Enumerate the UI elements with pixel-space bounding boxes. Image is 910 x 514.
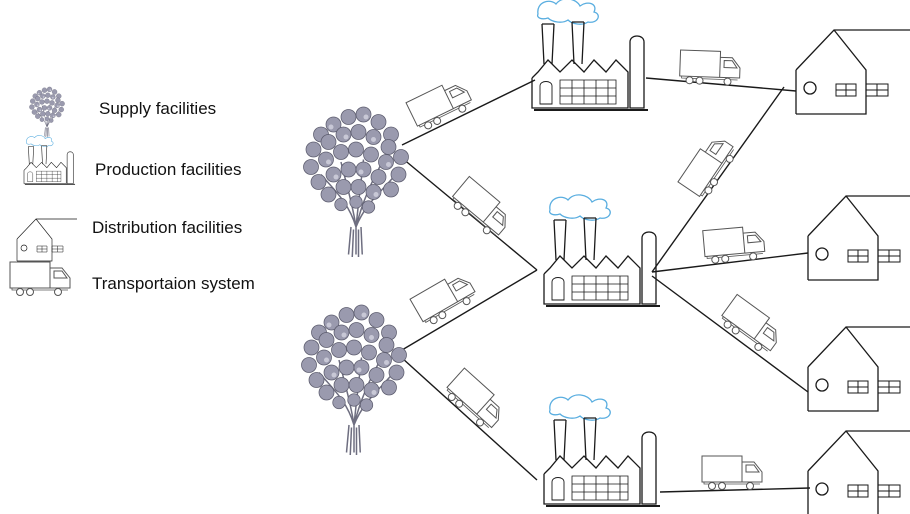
edge-factory1-warehouse1 xyxy=(645,77,797,92)
legend-truck-icon xyxy=(9,261,71,296)
distribution-facility-4 xyxy=(807,430,910,514)
edge-supply1-factory1 xyxy=(401,79,536,146)
distribution-facility-1 xyxy=(795,29,910,115)
supply-facility-2 xyxy=(300,304,408,456)
truck-supply1-factory1 xyxy=(405,75,476,134)
distribution-facility-3 xyxy=(807,326,910,412)
legend-supply-icon xyxy=(29,86,65,138)
edge-factory2-warehouse2 xyxy=(651,252,809,273)
truck-supply1-factory2 xyxy=(447,175,516,242)
supply-facility-1 xyxy=(302,106,410,258)
legend-factory-icon xyxy=(23,135,76,185)
legend-warehouse-icon xyxy=(16,218,78,262)
legend-distribution-label: Distribution facilities xyxy=(92,218,243,237)
truck-factory2-warehouse2 xyxy=(702,224,766,265)
production-facility-1 xyxy=(531,0,649,111)
edge-supply1-factory2 xyxy=(401,157,538,271)
legend-production-label: Production facilities xyxy=(95,160,242,179)
edge-supply2-factory2 xyxy=(401,269,538,351)
production-facility-2 xyxy=(543,193,661,307)
distribution-facility-2 xyxy=(807,195,910,281)
legend-transport-label: Transportaion system xyxy=(92,274,255,293)
truck-factory1-warehouse1 xyxy=(678,49,742,87)
edge-factory2-warehouse1 xyxy=(651,86,785,273)
truck-supply2-factory2 xyxy=(409,268,480,329)
edge-supply2-factory3 xyxy=(401,357,538,481)
truck-factory3-warehouse4 xyxy=(701,455,763,490)
edge-factory2-warehouse3 xyxy=(651,275,809,393)
legend-supply-label: Supply facilities xyxy=(99,99,217,118)
truck-factory2-warehouse1 xyxy=(677,131,740,202)
production-facility-3 xyxy=(543,393,661,507)
network-edges xyxy=(401,77,811,493)
edge-factory3-warehouse4 xyxy=(659,487,811,493)
truck-supply2-factory3 xyxy=(441,367,510,434)
truck-factory2-warehouse3 xyxy=(716,293,787,358)
